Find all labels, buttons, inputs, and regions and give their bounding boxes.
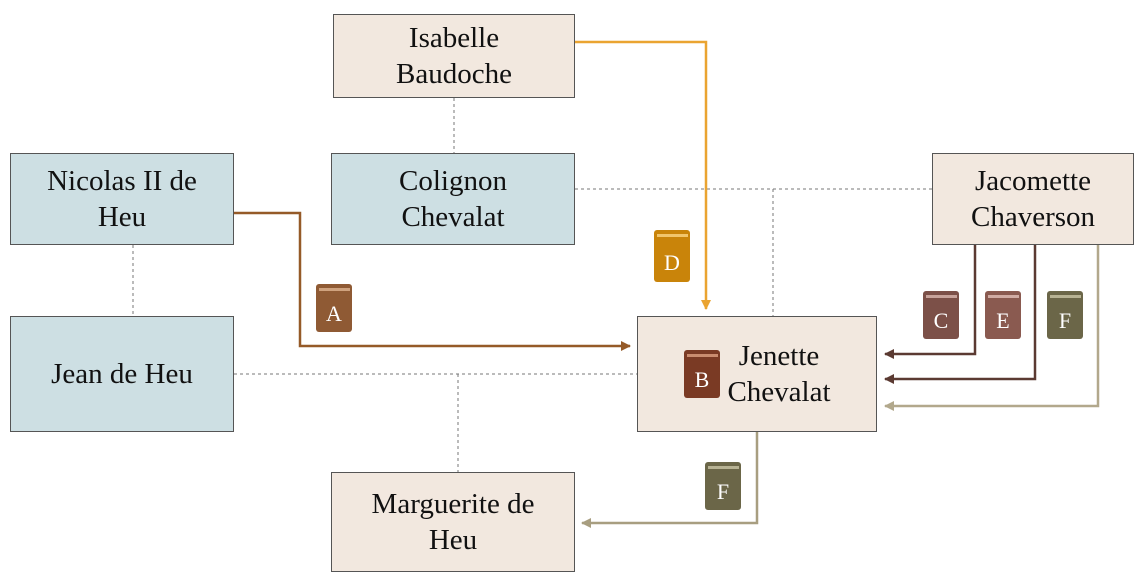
person-jacomette-chaverson: Jacomette Chaverson xyxy=(932,153,1134,245)
person-name-line-1: Colignon xyxy=(399,164,507,197)
book-icon-b: B xyxy=(684,350,721,398)
book-label-a: A xyxy=(326,301,342,326)
book-label-c: C xyxy=(934,308,949,333)
person-name-line-2: Chevalat xyxy=(727,376,831,408)
book-icon-f-top: F xyxy=(1047,291,1083,339)
person-name-line-2: Heu xyxy=(97,201,147,233)
arrow-jacomette-to-jenette-e xyxy=(884,245,1037,384)
book-icon-c: C xyxy=(923,291,959,339)
book-label-e: E xyxy=(996,308,1009,333)
person-name-line-2: Chaverson xyxy=(970,201,1096,233)
arrow-nicolas-to-jenette xyxy=(234,211,631,351)
person-name-line-1: Jenette xyxy=(738,339,820,372)
book-label-f-bottom: F xyxy=(717,479,729,504)
person-jenette-chevalat: B Jenette Chevalat xyxy=(637,316,877,432)
relationship-lines xyxy=(132,98,932,472)
arrow-jacomette-to-jenette-c xyxy=(884,245,977,359)
book-label-f-top: F xyxy=(1059,308,1071,333)
person-name-line-1: Isabelle xyxy=(408,21,500,54)
person-marguerite-de-heu: Marguerite de Heu xyxy=(331,472,575,572)
person-name-line-1: Jean de Heu xyxy=(51,357,193,390)
person-name-line-2: Heu xyxy=(428,524,478,556)
person-colignon-chevalat: Colignon Chevalat xyxy=(331,153,575,245)
person-name-line-2: Baudoche xyxy=(396,58,512,90)
arrow-jacomette-to-jenette-f xyxy=(884,245,1100,411)
person-isabelle-baudoche: Isabelle Baudoche xyxy=(333,14,575,98)
book-label-d: D xyxy=(664,250,680,275)
book-icon-e: E xyxy=(985,291,1021,339)
book-icon-a: A xyxy=(316,284,352,332)
person-nicolas-ii-de-heu: Nicolas II de Heu xyxy=(10,153,234,245)
person-name-line-1: Nicolas II de xyxy=(47,164,197,197)
person-name-line-1: Marguerite de xyxy=(371,487,535,520)
book-icon-d: D xyxy=(654,230,690,282)
arrow-jenette-to-marguerite xyxy=(581,432,759,528)
person-name-line-2: Chevalat xyxy=(401,201,505,233)
book-label-b: B xyxy=(695,367,710,392)
person-jean-de-heu: Jean de Heu xyxy=(10,316,234,432)
person-name-line-1: Jacomette xyxy=(975,164,1091,197)
arrow-isabelle-to-jenette xyxy=(575,40,711,310)
book-icon-f-bottom: F xyxy=(705,462,741,510)
